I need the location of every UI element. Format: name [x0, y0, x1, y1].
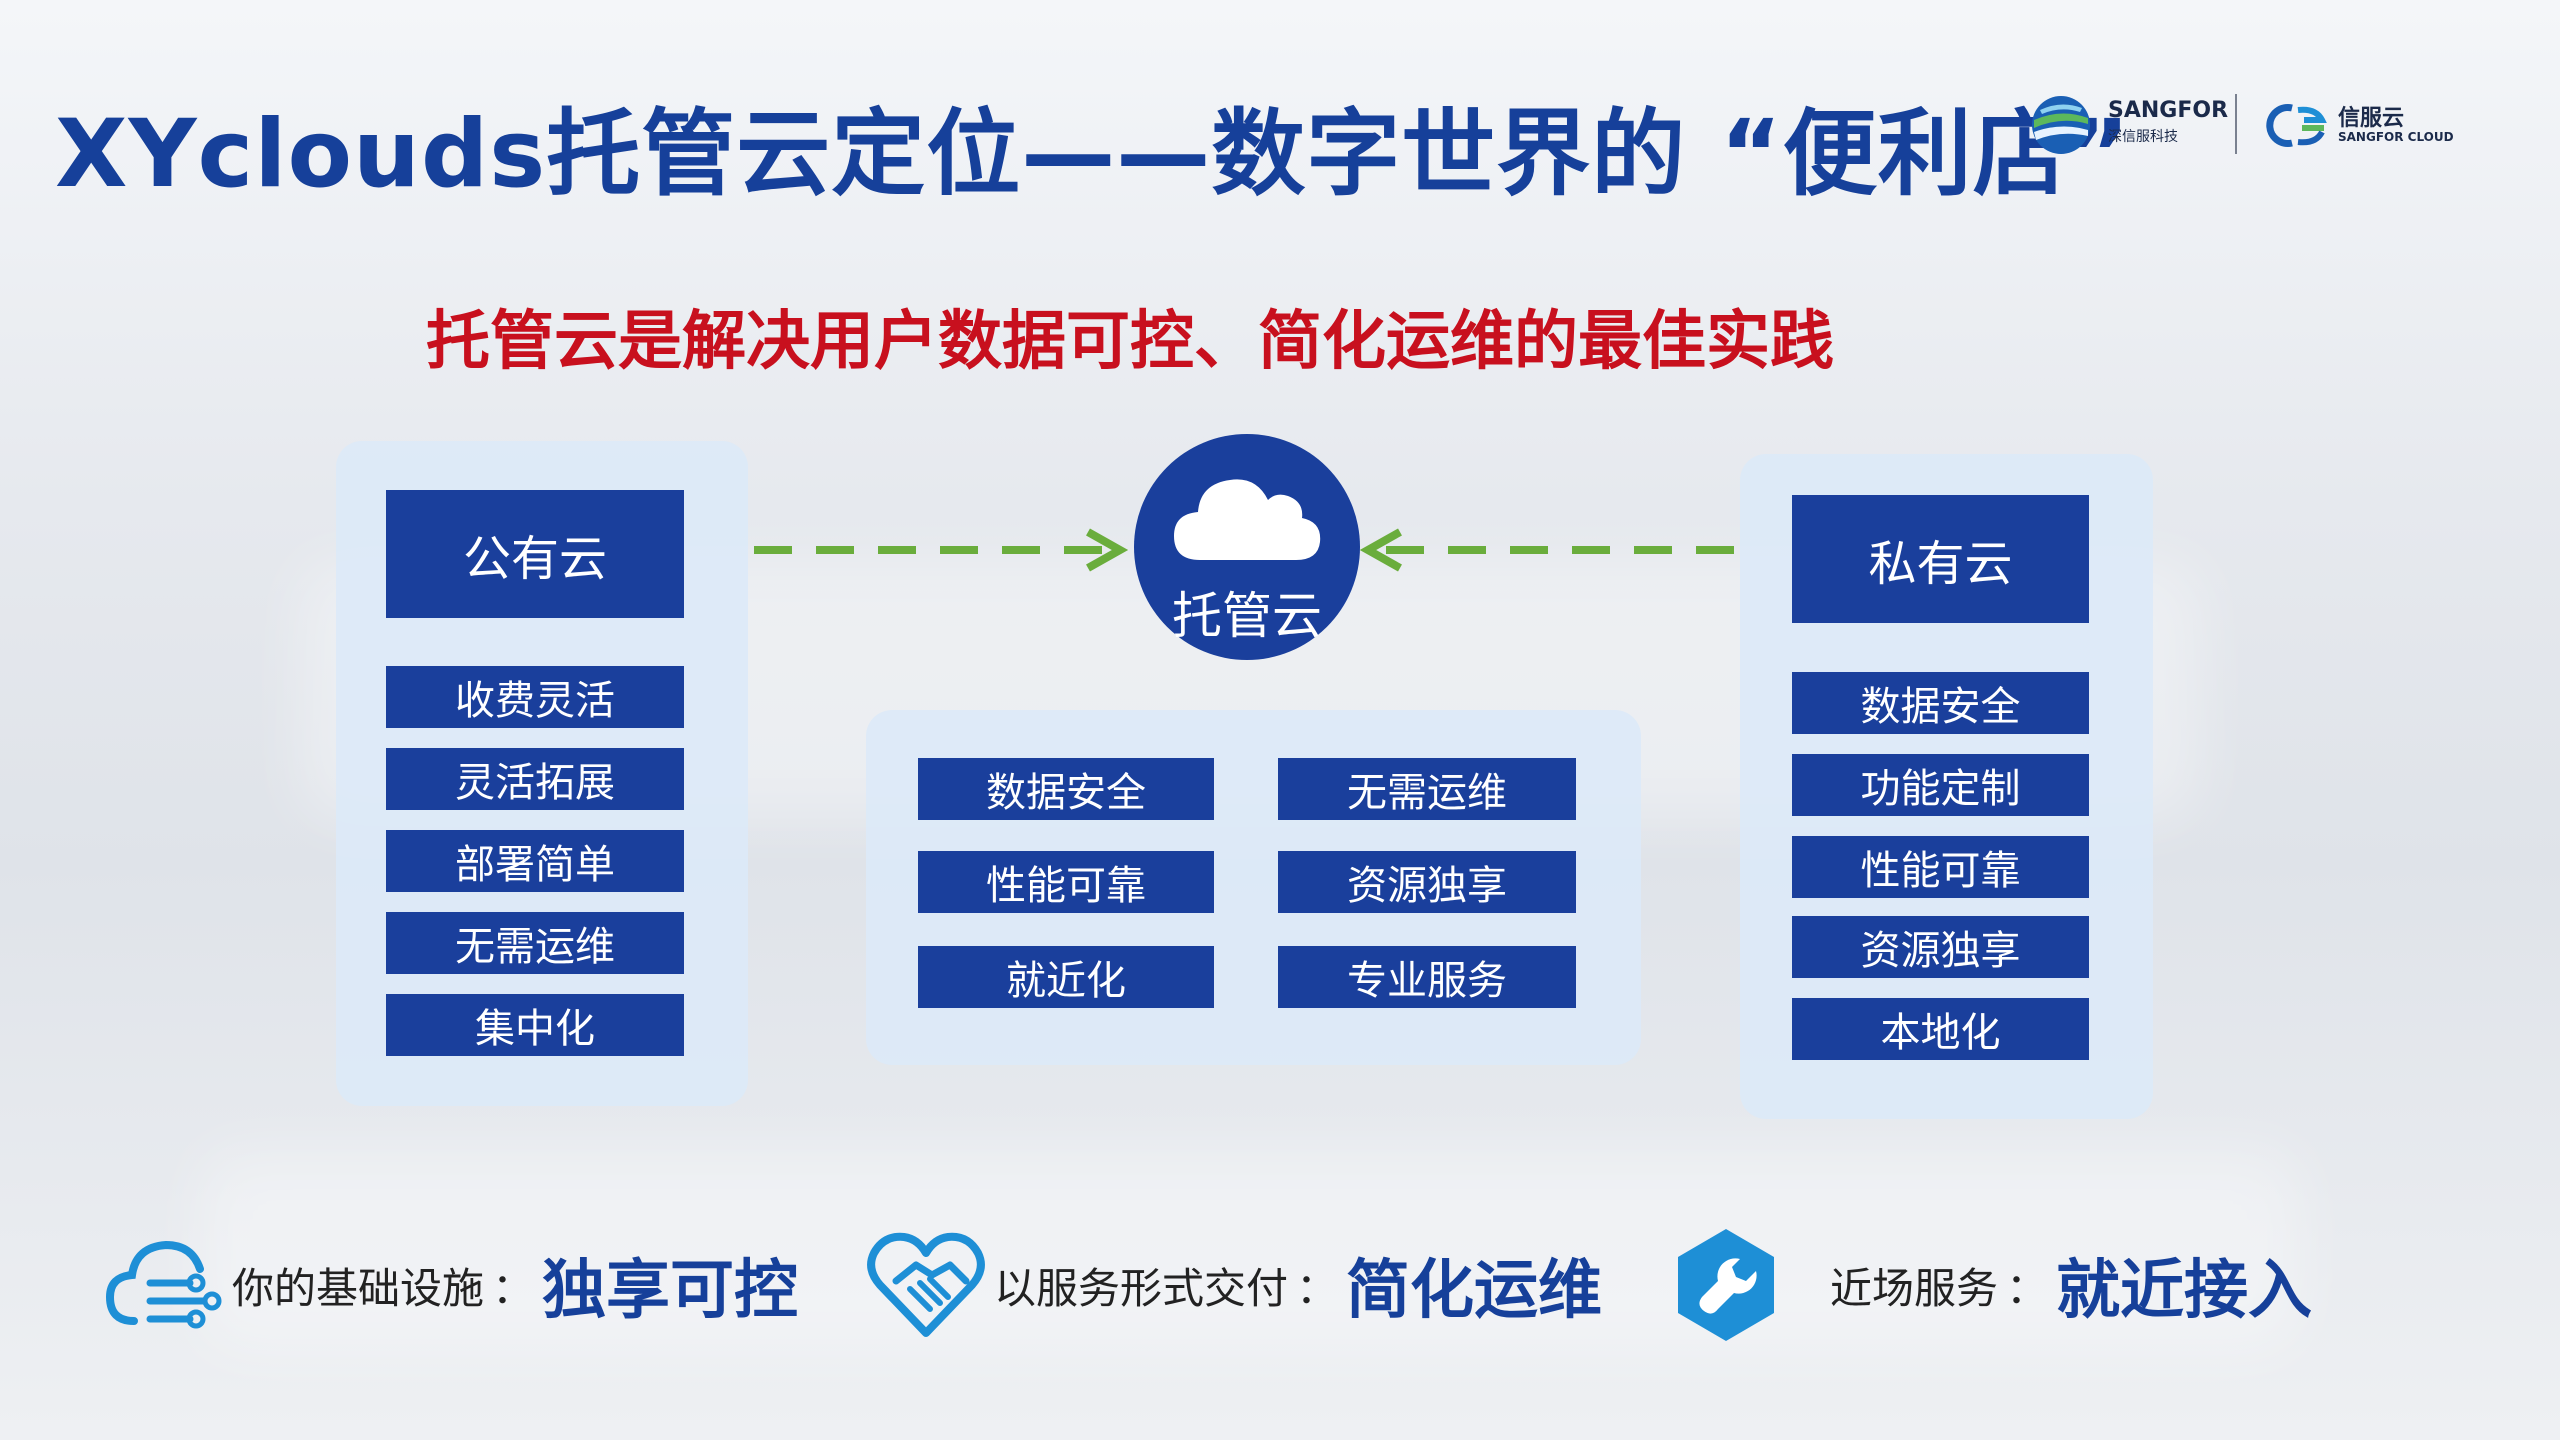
wrench-icon [1678, 1229, 1774, 1341]
logo-divider [2235, 94, 2237, 154]
bottom-value: 独享可控 [542, 1254, 799, 1328]
hosted-cloud-feature: 无需运维 [1278, 758, 1576, 820]
public-cloud-feature: 部署简单 [386, 830, 684, 892]
bottom-colon: ： [2006, 1263, 2049, 1313]
hosted-cloud-node: 托管云 [1134, 434, 1360, 660]
subtitle: 托管云是解决用户数据可控、简化运维的最佳实践 [426, 305, 1834, 379]
background-glow [200, 1150, 2300, 1350]
bottom-value: 就近接入 [2056, 1254, 2313, 1328]
arrow-public-to-hosted [754, 528, 1129, 572]
public-cloud-title: 公有云 [386, 490, 684, 618]
public-cloud-feature: 灵活拓展 [386, 748, 684, 810]
private-cloud-feature: 功能定制 [1792, 754, 2089, 816]
bottom-colon: ： [1296, 1263, 1339, 1313]
cloud-network-icon [105, 1240, 222, 1329]
hosted-cloud-feature: 数据安全 [918, 758, 1214, 820]
private-cloud-feature: 数据安全 [1792, 672, 2089, 734]
bottom-label: 以服务形式交付 [994, 1263, 1289, 1313]
heart-handshake-icon [867, 1232, 985, 1337]
bottom-label: 近场服务 [1830, 1263, 1999, 1313]
public-cloud-feature: 收费灵活 [386, 666, 684, 728]
hosted-cloud-feature: 性能可靠 [918, 851, 1214, 913]
sangfor-logo-icon [2032, 96, 2090, 154]
private-cloud-feature: 性能可靠 [1792, 836, 2089, 898]
cloud-logo-name: 信服云 [2338, 106, 2405, 131]
cloud-logo-sub: SANGFOR CLOUD [2338, 130, 2454, 144]
public-cloud-feature: 无需运维 [386, 912, 684, 974]
private-cloud-feature: 本地化 [1792, 998, 2089, 1060]
logo-area: SANGFOR 深信服科技 信服云 SANGFOR CLOUD [2030, 90, 2480, 160]
cloud-icon [1174, 479, 1321, 560]
sangfor-logo-sub: 深信服科技 [2108, 129, 2178, 145]
bottom-colon: ： [492, 1263, 535, 1313]
bottom-value: 简化运维 [1346, 1254, 1603, 1328]
sangfor-cloud-logo-icon [2266, 104, 2327, 147]
sangfor-logo-name: SANGFOR [2108, 98, 2229, 123]
arrow-private-to-hosted [1360, 528, 1736, 572]
private-cloud-title: 私有云 [1792, 495, 2089, 623]
public-cloud-feature: 集中化 [386, 994, 684, 1056]
private-cloud-feature: 资源独享 [1792, 916, 2089, 978]
bottom-label: 你的基础设施 [232, 1263, 485, 1313]
hosted-cloud-feature: 资源独享 [1278, 851, 1576, 913]
bottom-item-infrastructure: 你的基础设施 ： 独享可控 [104, 1230, 798, 1340]
page-title: XYclouds托管云定位——数字世界的 “便利店” [55, 100, 2131, 209]
bottom-item-service: 以服务形式交付 ： 简化运维 [866, 1230, 1602, 1340]
hosted-cloud-label: 托管云 [1172, 587, 1322, 645]
hosted-cloud-feature: 就近化 [918, 946, 1214, 1008]
bottom-item-nearby: 近场服务 ： 就近接入 [1666, 1229, 2313, 1341]
hosted-cloud-feature: 专业服务 [1278, 946, 1576, 1008]
